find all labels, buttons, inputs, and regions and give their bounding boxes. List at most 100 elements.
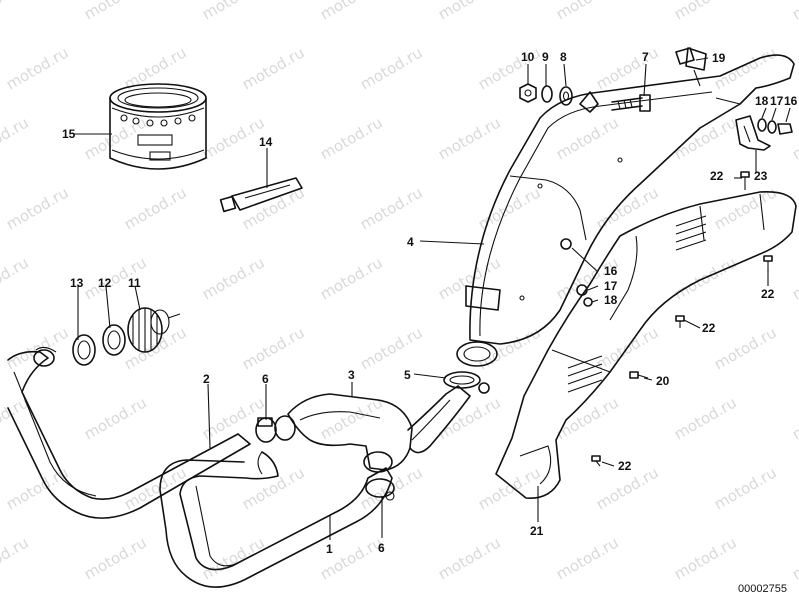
part-22-screw-c bbox=[675, 315, 685, 328]
part-2-exhaust-pipe bbox=[7, 346, 251, 519]
watermark-text: motod.ru bbox=[789, 113, 799, 163]
callout-labels: 15 14 13 12 11 2 6 3 5 4 1 6 10 9 8 7 19… bbox=[62, 50, 798, 556]
callout-22-d: 22 bbox=[618, 459, 632, 473]
watermark-text: motod.ru bbox=[239, 43, 308, 93]
watermark-text: motod.ru bbox=[789, 0, 799, 23]
part-21-heat-shield bbox=[495, 190, 797, 499]
watermark-text: motod.ru bbox=[553, 393, 622, 443]
callout-6-lower: 6 bbox=[378, 541, 385, 555]
part-22-screw-d bbox=[591, 455, 601, 467]
watermark-text: motod.ru bbox=[0, 113, 32, 163]
part-19-hanger bbox=[675, 47, 695, 65]
callout-22-b: 22 bbox=[761, 287, 775, 301]
callout-16-lower: 16 bbox=[604, 264, 618, 278]
watermark-text: motod.ru bbox=[317, 113, 386, 163]
watermark-text: motod.ru bbox=[3, 183, 72, 233]
watermark-text: motod.ru bbox=[3, 43, 72, 93]
watermark-text: motod.ru bbox=[81, 393, 150, 443]
watermark-text: motod.ru bbox=[789, 253, 799, 303]
callout-8: 8 bbox=[560, 50, 567, 64]
part-8-washer bbox=[559, 86, 573, 106]
part-11-spring-insert bbox=[127, 307, 181, 353]
callout-20: 20 bbox=[656, 374, 670, 388]
watermark-text: motod.ru bbox=[475, 463, 544, 513]
watermark-text: motod.ru bbox=[435, 0, 504, 23]
callout-22-c: 22 bbox=[702, 321, 716, 335]
watermark-text: motod.ru bbox=[671, 393, 740, 443]
watermark-text: motod.ru bbox=[671, 113, 740, 163]
watermark-text: motod.ru bbox=[435, 113, 504, 163]
part-9-washer bbox=[541, 85, 553, 103]
callout-3: 3 bbox=[348, 368, 355, 382]
part-22-screw-b bbox=[763, 255, 773, 272]
part-18-washer-upper bbox=[757, 118, 767, 132]
callout-17-lower: 17 bbox=[604, 279, 618, 293]
watermark-text: motod.ru bbox=[0, 253, 32, 303]
part-16-bolt-lower bbox=[560, 238, 572, 250]
callout-21: 21 bbox=[530, 524, 544, 538]
watermark-text: motod.ru bbox=[121, 463, 190, 513]
watermark-text: motod.ru bbox=[357, 463, 426, 513]
watermark-text: motod.ru bbox=[357, 43, 426, 93]
callout-16-upper: 16 bbox=[784, 94, 798, 108]
watermark-text: motod.ru bbox=[711, 463, 780, 513]
callout-9: 9 bbox=[542, 50, 549, 64]
callout-11: 11 bbox=[128, 276, 141, 290]
watermark-text: motod.ru bbox=[317, 393, 386, 443]
watermark-text: motod.ru bbox=[199, 533, 268, 583]
callout-7: 7 bbox=[642, 50, 649, 64]
part-14-paste-tube bbox=[219, 177, 303, 213]
callout-19: 19 bbox=[712, 51, 726, 65]
watermark-text: motod.ru bbox=[81, 0, 150, 23]
watermark-text: motod.ru bbox=[239, 463, 308, 513]
callout-6-upper: 6 bbox=[262, 372, 269, 386]
callout-23: 23 bbox=[754, 169, 768, 183]
part-4-silencer bbox=[456, 47, 795, 367]
callout-18-lower: 18 bbox=[604, 293, 618, 307]
part-13-ring bbox=[72, 334, 96, 366]
watermark-text: motod.ru bbox=[671, 0, 740, 23]
part-20-screw bbox=[629, 371, 649, 379]
watermark-text: motod.ru bbox=[81, 533, 150, 583]
watermark-text: motod.ru bbox=[475, 183, 544, 233]
callout-18-upper: 18 bbox=[755, 94, 769, 108]
watermark-text: motod.ru bbox=[671, 533, 740, 583]
part-6-clamp-lower bbox=[365, 478, 395, 501]
part-12-ring bbox=[102, 324, 126, 356]
part-7-bolt bbox=[611, 94, 651, 112]
callout-15: 15 bbox=[62, 127, 76, 141]
watermark-text: motod.ru bbox=[789, 533, 799, 583]
watermark-text: motod.ru bbox=[0, 533, 32, 583]
watermark-text: motod.ru bbox=[317, 0, 386, 23]
part-18-nut-lower bbox=[583, 297, 593, 307]
watermark-text: motod.ru bbox=[199, 0, 268, 23]
watermark-text: motod.ru bbox=[121, 183, 190, 233]
callout-22-a: 22 bbox=[710, 169, 724, 183]
part-17-washer-upper bbox=[767, 120, 777, 134]
watermark-text: motod.ru bbox=[357, 323, 426, 373]
callout-12: 12 bbox=[98, 276, 112, 290]
callout-2: 2 bbox=[203, 372, 210, 386]
callout-4: 4 bbox=[407, 235, 414, 249]
watermark-text: motod.ru bbox=[239, 323, 308, 373]
watermark-text: motod.ru bbox=[435, 533, 504, 583]
callout-14: 14 bbox=[259, 135, 273, 149]
callout-17-upper: 17 bbox=[770, 94, 784, 108]
part-6-clamp-upper bbox=[255, 417, 277, 443]
watermark-text: motod.ru bbox=[199, 113, 268, 163]
callout-10: 10 bbox=[521, 50, 535, 64]
watermark-text: motod.ru bbox=[553, 533, 622, 583]
leader-lines bbox=[74, 57, 791, 540]
watermark-text: motod.ru bbox=[553, 0, 622, 23]
part-10-nut bbox=[519, 83, 537, 103]
callout-5: 5 bbox=[404, 368, 411, 382]
watermark-text: motod.ru bbox=[435, 393, 504, 443]
watermark-text: motod.ru bbox=[435, 253, 504, 303]
part-5-clamp-ring bbox=[443, 371, 490, 394]
watermark-text: motod.ru bbox=[553, 113, 622, 163]
callout-13: 13 bbox=[70, 276, 84, 290]
part-22-screw-a bbox=[740, 171, 750, 190]
watermark-text: motod.ru bbox=[0, 0, 32, 23]
